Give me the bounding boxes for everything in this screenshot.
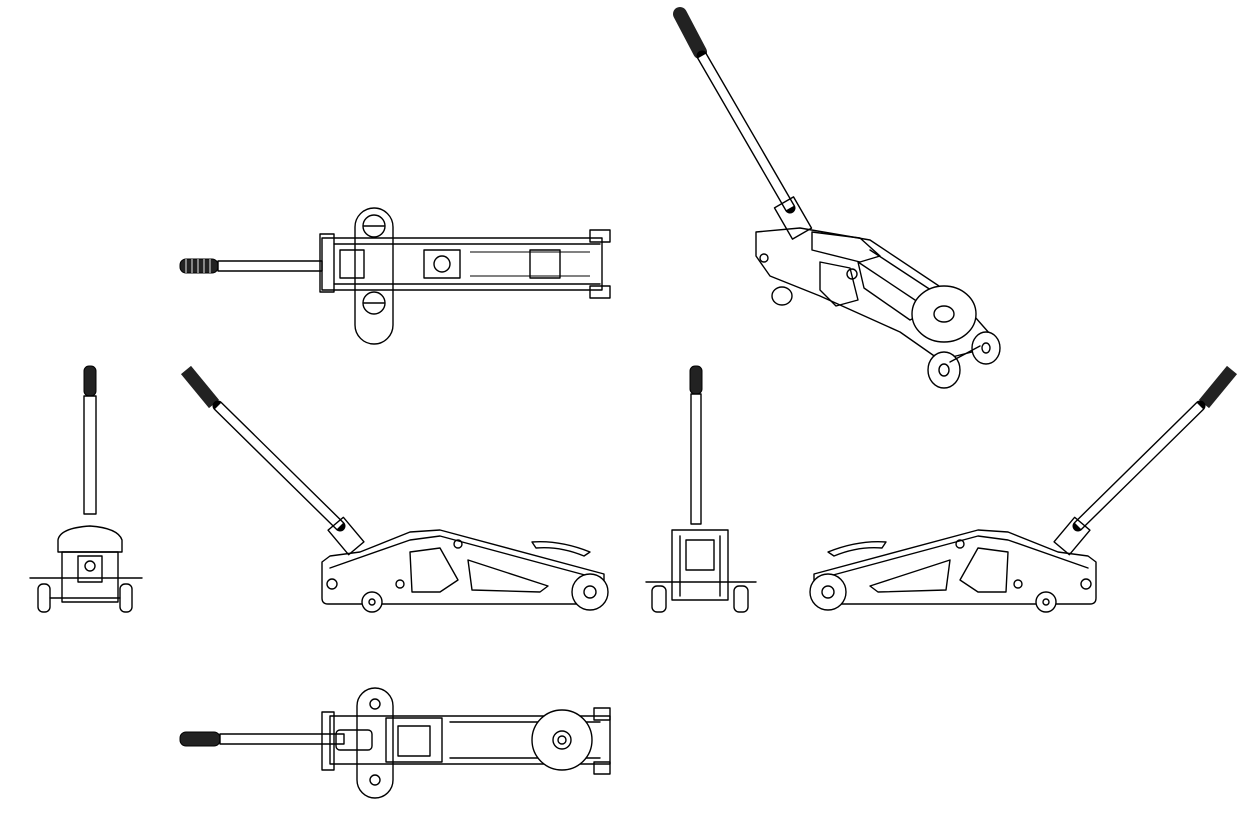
front-wheel-right bbox=[733, 585, 749, 613]
caster-left-side bbox=[361, 591, 383, 613]
saddle-arrow-left bbox=[531, 541, 591, 557]
left-side-view bbox=[180, 365, 609, 613]
front-view bbox=[645, 365, 757, 613]
front-wheel-iso-2 bbox=[971, 331, 1001, 365]
handle-grip-bottom bbox=[179, 731, 221, 747]
saddle-plate-iso bbox=[911, 285, 977, 343]
isometric-view bbox=[673, 7, 1001, 389]
front-wheel-iso-1 bbox=[927, 351, 961, 389]
frame bbox=[321, 237, 603, 291]
front-wheel-left-side bbox=[571, 573, 609, 611]
bottom-view bbox=[179, 687, 611, 799]
saddle-plate-bottom bbox=[531, 709, 593, 771]
rear-plate-bottom bbox=[356, 687, 394, 799]
caster-iso bbox=[771, 286, 793, 306]
right-side-view bbox=[809, 365, 1238, 613]
rear-wheel-left bbox=[37, 583, 51, 613]
front-wheel-left bbox=[651, 585, 667, 613]
handle-upright bbox=[83, 395, 97, 515]
handle-tube bbox=[217, 260, 323, 272]
rear-plate bbox=[354, 207, 394, 345]
rear-view bbox=[29, 365, 143, 613]
frame-cutout-1 bbox=[409, 547, 459, 593]
frame-bottom bbox=[329, 715, 611, 765]
top-view bbox=[179, 207, 611, 345]
rear-wheel-right bbox=[119, 583, 133, 613]
handle-grip-left bbox=[180, 365, 220, 409]
jack-body-left bbox=[321, 529, 605, 605]
